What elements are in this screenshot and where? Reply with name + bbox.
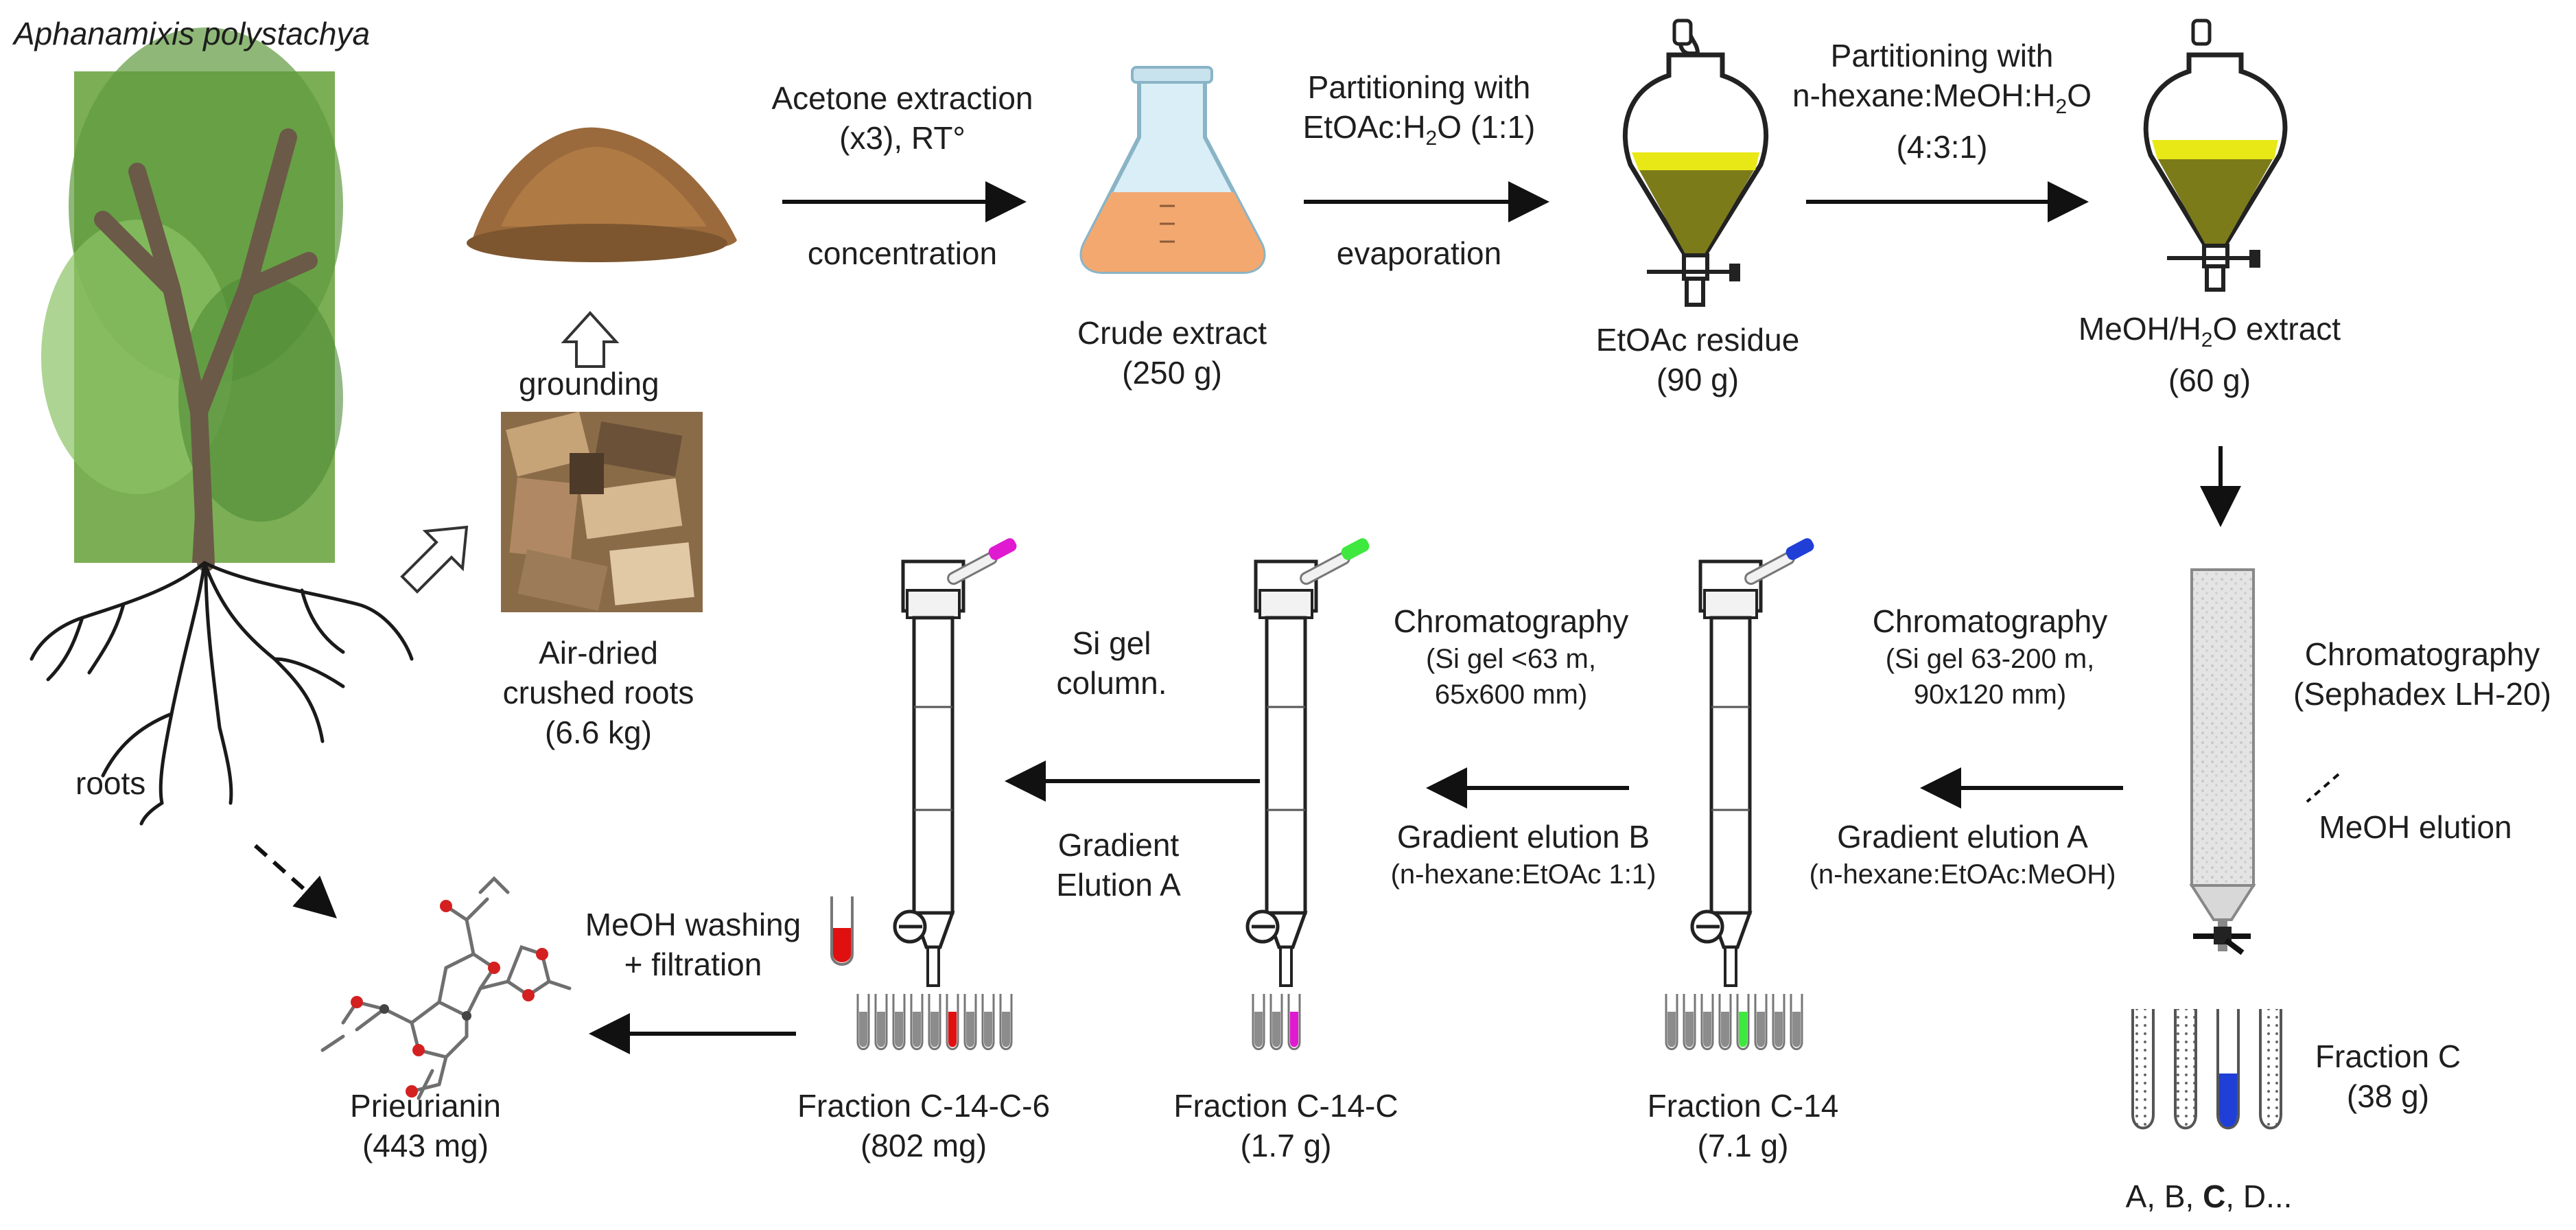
flask-image — [1079, 66, 1266, 274]
test-tubes-c14c6 — [856, 994, 1013, 1050]
outline-arrow-up — [561, 311, 620, 368]
fraction-fill — [1002, 1012, 1010, 1047]
partition-etoac-label: Partitioning with EtOAc:H2O (1:1) — [1302, 69, 1536, 150]
molecule-atoms — [351, 900, 548, 1098]
fraction-fill — [1775, 1012, 1783, 1047]
separatory-funnel-etoac — [1622, 19, 1769, 307]
fraction-c14-label: Fraction C-14 (7.1 g) — [1647, 1088, 1839, 1163]
chromatography-a-label: Chromatography (Si gel 63-200 m, 90x120 … — [1872, 603, 2108, 710]
outline-arrow-right — [400, 525, 469, 594]
fraction-fill — [1792, 1012, 1801, 1047]
meoh-elution-label: MeOH elution — [2319, 809, 2512, 845]
fraction-c-label: Fraction C (38 g) — [2315, 1038, 2461, 1114]
fraction-c14c-label: Fraction C-14-C (1.7 g) — [1173, 1088, 1398, 1163]
fraction-fill — [1685, 1012, 1694, 1047]
partition-hexane-label: Partitioning with n-hexane:MeOH:H2O (4:3… — [1792, 38, 2092, 165]
grinding-label: grounding — [519, 366, 659, 402]
selected-fraction-fill — [948, 1012, 957, 1047]
si-gel-column-label: Si gel column. — [1056, 625, 1167, 701]
fraction-fill — [895, 1012, 903, 1047]
sephadex-column — [2189, 568, 2256, 955]
column-c14c6 — [893, 559, 965, 987]
pipette-magenta — [947, 538, 1017, 585]
concentration-label: concentration — [807, 235, 998, 271]
species-label: Aphanamixis polystachya — [14, 16, 371, 51]
prieurianin-label: Prieurianin (443 mg) — [350, 1088, 501, 1163]
roots-label: roots — [75, 765, 146, 801]
fraction-fill — [877, 1012, 885, 1047]
separatory-funnel-meoh — [2143, 19, 2288, 292]
fraction-fill — [1703, 1012, 1711, 1047]
fraction-fill — [984, 1012, 992, 1047]
fraction-fill — [1721, 1012, 1729, 1047]
gradient-elution-a2-label: Gradient Elution A — [1056, 827, 1181, 903]
pipette-green — [1300, 538, 1370, 585]
evaporation-label: evaporation — [1336, 235, 1502, 271]
selected-fraction-fill — [1739, 1012, 1747, 1047]
tube-letters-label: A, B, C, D... — [2125, 1179, 2293, 1214]
crude-extract-label: Crude extract (250 g) — [1077, 315, 1267, 391]
meoh-extract-label: MeOH/H2O extract (60 g) — [2078, 311, 2341, 399]
fraction-fill — [1272, 1012, 1280, 1047]
fraction-fill — [966, 1012, 974, 1047]
acetone-extraction-label: Acetone extraction (x3), RT° — [771, 80, 1033, 156]
roots-drawing — [30, 561, 414, 826]
fraction-fill — [859, 1012, 867, 1047]
column-c14 — [1690, 559, 1763, 987]
crushed-roots-image — [501, 411, 703, 612]
test-tubes-c14 — [1665, 994, 1803, 1050]
pipette-blue — [1744, 538, 1814, 585]
gradient-elution-a-label: Gradient elution A (n-hexane:EtOAc:MeOH) — [1809, 819, 2116, 890]
fraction-fill — [913, 1012, 921, 1047]
tree-image — [41, 27, 343, 572]
dashed-arrow — [254, 844, 337, 918]
fraction-fill — [1254, 1012, 1263, 1047]
gradient-elution-b-label: Gradient elution B (n-hexane:EtOAc 1:1) — [1390, 819, 1656, 890]
etoac-residue-label: EtOAc residue (90 g) — [1595, 322, 1800, 397]
fraction-fill — [1667, 1012, 1676, 1047]
fraction-fill — [1757, 1012, 1765, 1047]
column-c14c — [1245, 559, 1318, 987]
red-vial — [830, 896, 854, 966]
selected-fraction-fill — [1290, 1012, 1298, 1047]
dashed-connector — [2306, 773, 2340, 803]
meoh-washing-label: MeOH washing + filtration — [585, 907, 801, 982]
chromatography-b-label: Chromatography (Si gel <63 m, 65x600 mm) — [1393, 603, 1629, 710]
air-dried-label: Air-dried crushed roots (6.6 kg) — [502, 635, 694, 750]
fraction-tubes-sephadex — [2131, 1009, 2282, 1130]
powder-image — [467, 127, 737, 262]
test-tubes-c14c — [1252, 994, 1301, 1050]
sephadex-chromatography-label: Chromatography (Sephadex LH-20) — [2293, 636, 2551, 712]
fraction-fill — [930, 1012, 939, 1047]
fraction-c14c6-label: Fraction C-14-C-6 (802 mg) — [797, 1088, 1051, 1163]
